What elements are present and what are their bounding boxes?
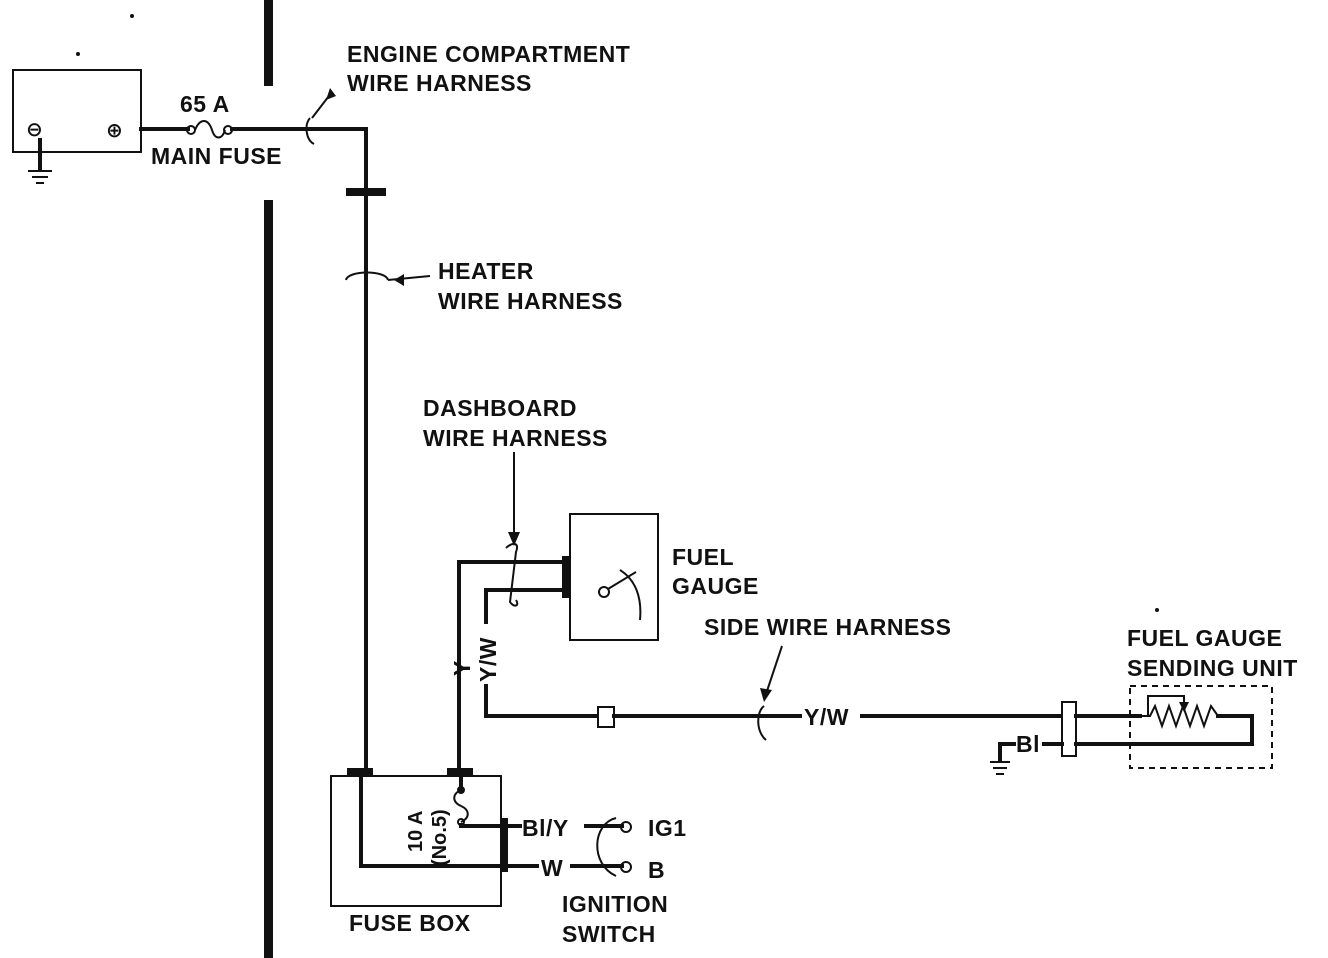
sending-unit-label-1: FUEL GAUGE — [1127, 625, 1282, 651]
fuse-rating-label-1: 10 A — [405, 810, 427, 852]
print-speck — [1155, 608, 1159, 612]
yw-side-color-label: Y/W — [804, 704, 849, 730]
page-binding-edge — [264, 0, 273, 86]
main-fuse-label: MAIN FUSE — [151, 143, 282, 169]
battery-negative-icon: ⊖ — [26, 117, 43, 141]
side-harness-break — [757, 705, 767, 741]
side-harness-arrow — [760, 688, 772, 702]
dashboard-harness-label-1: DASHBOARD — [423, 395, 577, 421]
fuel-gauge-label-1: FUEL — [672, 544, 734, 570]
ignition-switch — [596, 817, 632, 877]
dashboard-harness-arrow — [508, 532, 520, 546]
sending-unit-label-2: SENDING UNIT — [1127, 655, 1298, 681]
fuse-box — [330, 768, 508, 907]
dashboard-harness-break — [505, 542, 519, 607]
fuel-gauge-label-2: GAUGE — [672, 573, 759, 599]
engine-harness-label-1: ENGINE COMPARTMENT — [347, 41, 630, 67]
ignition-switch-label-2: SWITCH — [562, 921, 656, 947]
fuse-rating-label-2: (No.5) — [429, 809, 451, 866]
b-terminal-label: B — [648, 857, 665, 883]
battery: ⊖ ⊕ — [12, 69, 142, 184]
yw-vertical-color-label: Y/W — [475, 637, 501, 682]
fuel-gauge — [562, 513, 659, 641]
heater-harness-arrow — [394, 274, 404, 286]
fuel-gauge-sending-unit — [1074, 685, 1273, 769]
engine-harness-callout — [305, 91, 333, 145]
fuse-10a-icon — [453, 789, 469, 823]
page-binding-edge-lower — [264, 200, 273, 958]
engine-harness-connector — [346, 188, 386, 196]
engine-harness-label-2: WIRE HARNESS — [347, 70, 532, 96]
side-harness-callout — [765, 645, 783, 695]
engine-harness-arrow — [326, 88, 336, 100]
battery-positive-icon: ⊕ — [106, 118, 123, 142]
w-color-label: W — [541, 855, 563, 881]
heater-harness-label-2: WIRE HARNESS — [438, 288, 623, 314]
main-fuse-icon — [186, 120, 233, 139]
ignition-switch-label-1: IGNITION — [562, 891, 668, 917]
engine-harness-wire — [230, 127, 368, 190]
main-fuse-rating: 65 A — [180, 91, 230, 117]
print-speck — [76, 52, 80, 56]
bl-ground-color-label: Bl — [1016, 731, 1040, 757]
fuse-box-label: FUSE BOX — [349, 910, 471, 936]
side-harness-label: SIDE WIRE HARNESS — [704, 614, 951, 640]
sending-unit-connector — [1061, 701, 1077, 757]
heater-harness-label-1: HEATER — [438, 258, 534, 284]
heater-harness-callout — [345, 271, 431, 281]
ig1-terminal-label: IG1 — [648, 815, 687, 841]
y-wire-color-label: Y — [449, 660, 475, 676]
print-speck — [130, 14, 134, 18]
variable-resistor-icon — [1140, 702, 1219, 730]
ground-icon — [990, 761, 1010, 775]
dashboard-harness-label-2: WIRE HARNESS — [423, 425, 608, 451]
y-wire — [457, 560, 564, 770]
bl-y-color-label: Bl/Y — [522, 815, 569, 841]
side-harness-connector-left — [597, 706, 615, 728]
